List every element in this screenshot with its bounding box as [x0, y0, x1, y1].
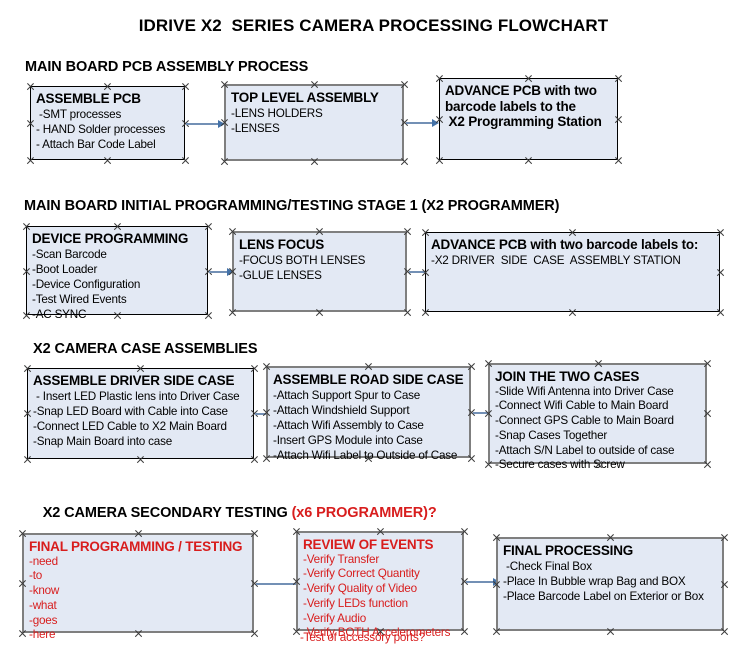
box-line: -X2 DRIVER SIDE CASE ASSEMBLY STATION: [431, 253, 681, 267]
box-line: -Secure cases with Screw: [495, 458, 625, 472]
page-title: IDRIVE X2 SERIES CAMERA PROCESSING FLOWC…: [138, 16, 609, 35]
box-line: -know: [29, 584, 60, 598]
box-line: -Snap Main Board into case: [33, 435, 173, 449]
box-line: -need: [29, 554, 58, 568]
box-line: -Connect LED Cable to X2 Main Board: [33, 419, 227, 433]
box-line: -LENSES: [231, 121, 280, 135]
box-line: -Verify Transfer: [303, 552, 380, 566]
box-title: ADVANCE PCB with two barcode labels to:: [431, 237, 699, 252]
box-line: -LENS HOLDERS: [231, 106, 323, 120]
box-line: -Verify Audio: [303, 611, 367, 625]
box-line: -Scan Barcode: [32, 247, 107, 261]
process-box-final-programming-testing[interactable]: FINAL PROGRAMMING / TESTING -need -to -k…: [22, 533, 254, 641]
box-line: -Test Wired Events: [32, 293, 127, 307]
box-line: -Attach Wifi Assembly to Case: [273, 418, 424, 432]
box-line: -FOCUS BOTH LENSES: [239, 253, 366, 267]
box-title: ASSEMBLE PCB: [36, 91, 141, 106]
box-line: - Insert LED Plastic lens into Driver Ca…: [33, 389, 240, 403]
process-box-assemble-pcb[interactable]: ASSEMBLE PCB -SMT processes - HAND Solde…: [30, 86, 185, 160]
box-title: REVIEW OF EVENTS: [303, 537, 434, 552]
box-line: -Place In Bubble wrap Bag and BOX: [503, 574, 686, 588]
box-title: FINAL PROCESSING: [503, 543, 634, 558]
box-line: -what: [29, 598, 57, 612]
box-line: -Verify LEDs function: [303, 596, 408, 610]
process-box-assemble-driver-side-case[interactable]: ASSEMBLE DRIVER SIDE CASE - Insert LED P…: [27, 368, 254, 459]
box-line: -Snap LED Board with Cable into Case: [33, 404, 228, 418]
section-heading-1: MAIN BOARD PCB ASSEMBLY PROCESS: [25, 59, 309, 75]
process-box-device-programming[interactable]: DEVICE PROGRAMMING -Scan Barcode -Boot L…: [26, 226, 208, 321]
box-line: -here: [29, 628, 56, 642]
box-line: -SMT processes: [36, 107, 122, 121]
box-title: JOIN THE TWO CASES: [495, 369, 640, 384]
box-line: -Slide Wifi Antenna into Driver Case: [495, 384, 674, 398]
box-line: -Verify Quality of Video: [303, 582, 417, 596]
box-line: -Attach S/N Label to outside of case: [495, 443, 675, 457]
box-title: DEVICE PROGRAMMING: [32, 231, 189, 246]
process-box-lens-focus[interactable]: LENS FOCUS -FOCUS BOTH LENSES -GLUE LENS…: [232, 231, 407, 312]
box-line: -Place Barcode Label on Exterior or Box: [503, 589, 704, 603]
box-line: -to: [29, 569, 43, 583]
section-heading-4-text: X2 CAMERA SECONDARY TESTING: [42, 505, 292, 521]
box-line: - HAND Solder processes: [36, 122, 166, 136]
box-line: -Snap Cases Together: [495, 428, 608, 442]
box-line: -GLUE LENSES: [239, 268, 322, 282]
section-heading-4: X2 CAMERA SECONDARY TESTING (x6 PROGRAMM…: [27, 489, 437, 537]
box-line: -Verify BOTH Accelerometers: [303, 626, 451, 640]
box-title: LENS FOCUS: [239, 237, 325, 252]
box-title-line3: X2 Programming Station: [445, 114, 602, 129]
box-overflow-line: -Test of accessory ports?: [300, 631, 425, 644]
box-title: ASSEMBLE DRIVER SIDE CASE: [33, 373, 235, 388]
box-line: -Attach Support Spur to Case: [273, 388, 421, 402]
box-title: FINAL PROGRAMMING / TESTING: [29, 539, 243, 554]
process-box-assemble-road-side-case[interactable]: ASSEMBLE ROAD SIDE CASE -Attach Support …: [266, 366, 471, 462]
process-box-top-level-assembly[interactable]: TOP LEVEL ASSEMBLY -LENS HOLDERS -LENSES: [224, 84, 404, 161]
box-line: - Attach Bar Code Label: [36, 137, 156, 151]
box-title-line2: barcode labels to the: [445, 98, 576, 114]
process-box-join-the-two-cases[interactable]: JOIN THE TWO CASES -Slide Wifi Antenna i…: [488, 363, 707, 471]
section-heading-3: X2 CAMERA CASE ASSEMBLIES: [33, 341, 258, 357]
process-box-advance-pcb-programming-station[interactable]: ADVANCE PCB with two barcode labels to t…: [439, 78, 618, 160]
box-line: -Device Configuration: [32, 277, 141, 291]
process-box-final-processing[interactable]: FINAL PROCESSING -Check Final Box -Place…: [496, 537, 724, 631]
box-title: ADVANCE PCB with two: [445, 83, 597, 98]
box-line: -Connect GPS Cable to Main Board: [495, 414, 674, 428]
process-box-review-of-events[interactable]: REVIEW OF EVENTS -Verify Transfer -Verif…: [296, 531, 464, 639]
box-line: -Boot Loader: [32, 262, 98, 276]
box-title: ASSEMBLE ROAD SIDE CASE: [273, 372, 464, 387]
box-line: -Verify Correct Quantity: [303, 567, 420, 581]
process-box-advance-pcb-driver-side-station[interactable]: ADVANCE PCB with two barcode labels to: …: [425, 232, 720, 312]
box-line: -Attach Wifi Label to Outside of Case: [273, 449, 458, 463]
box-line: -Attach Windshield Support: [273, 403, 410, 417]
box-line: -AC SYNC: [32, 308, 87, 322]
box-title: TOP LEVEL ASSEMBLY: [231, 90, 379, 105]
section-heading-4-note: (x6 PROGRAMMER)?: [291, 505, 437, 521]
box-line: -Connect Wifi Cable to Main Board: [495, 399, 669, 413]
box-line: -goes: [29, 613, 58, 627]
box-line: -Check Final Box: [503, 559, 592, 573]
box-line: -Insert GPS Module into Case: [273, 434, 423, 448]
section-heading-2: MAIN BOARD INITIAL PROGRAMMING/TESTING S…: [24, 198, 560, 214]
